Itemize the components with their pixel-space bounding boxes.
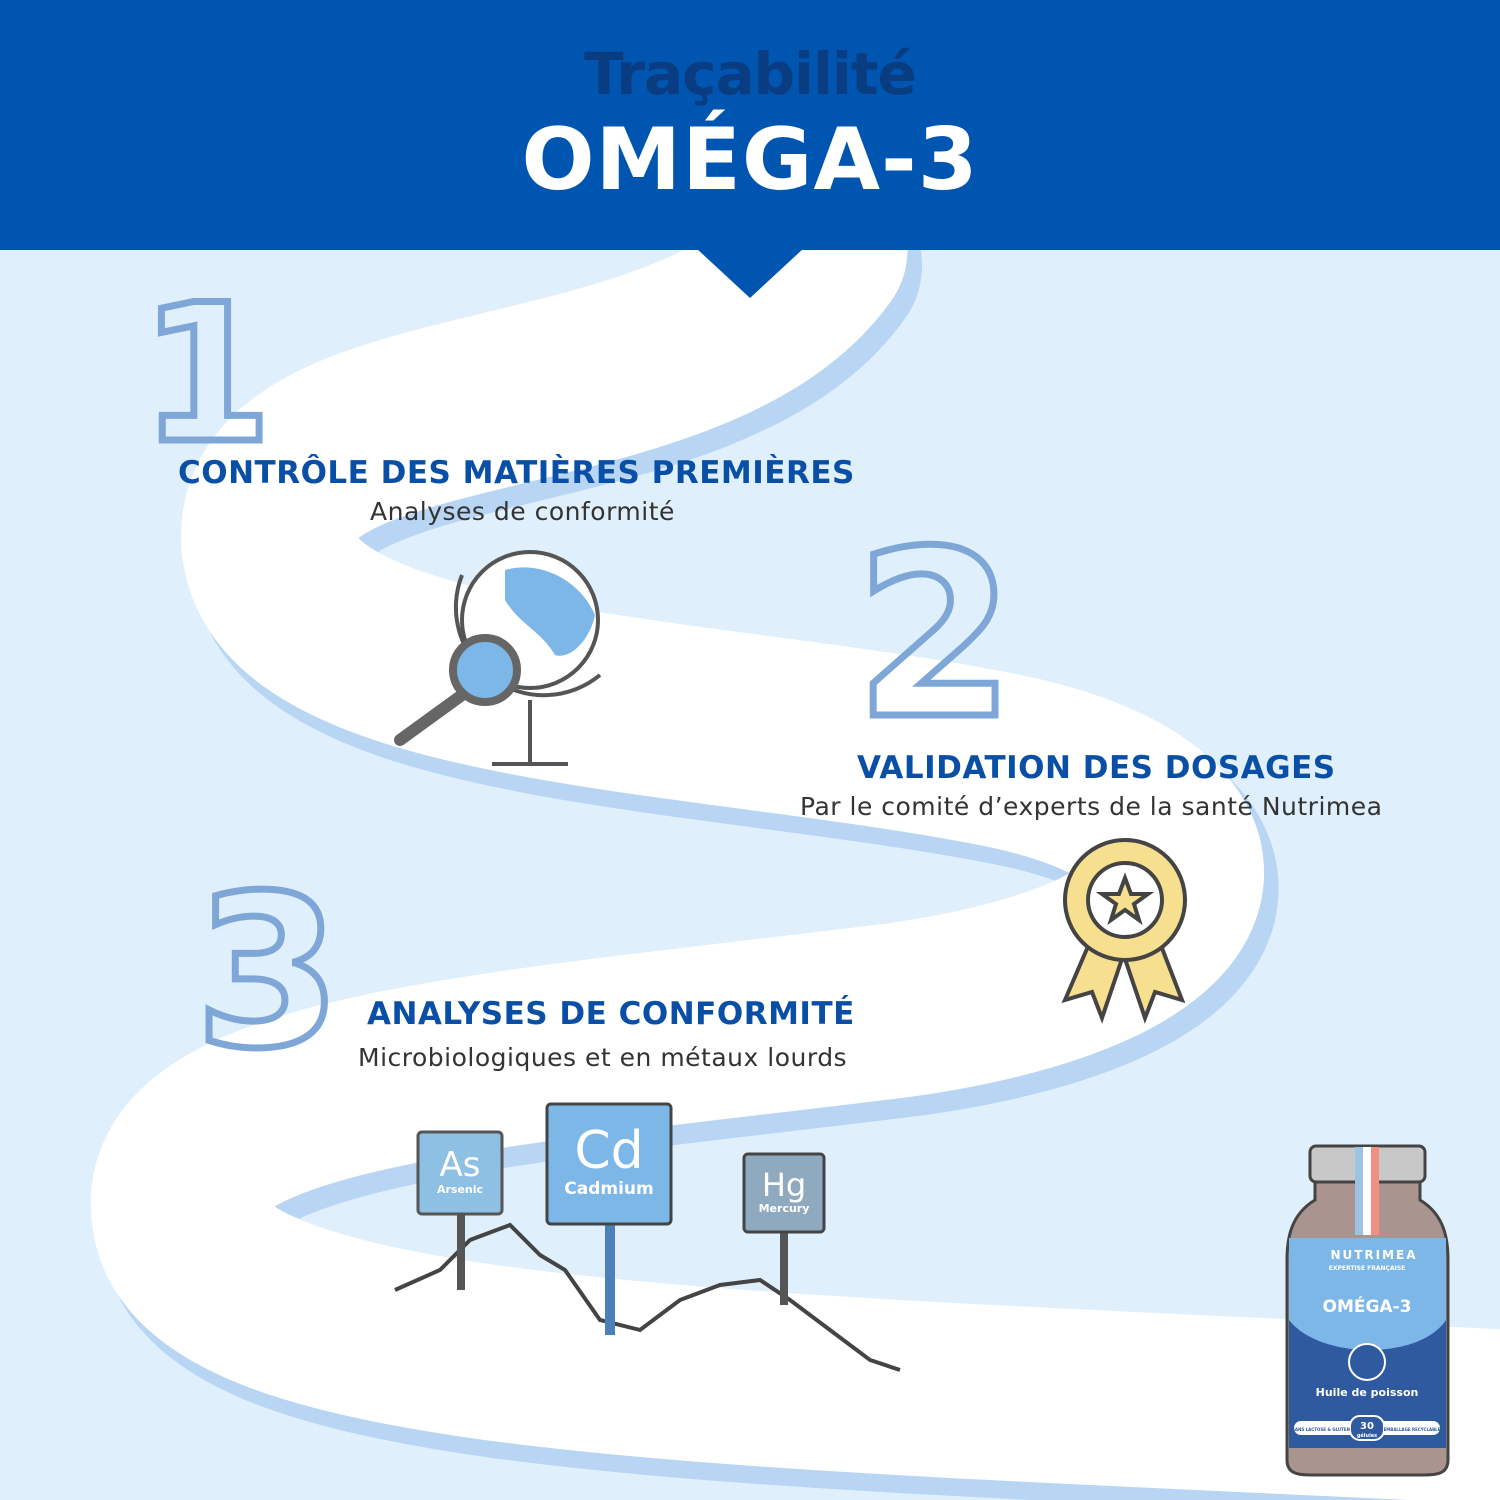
header-title: OMÉGA-3 [521,110,979,210]
bottle-left-badge: SANS LACTOSE & GLUTEN [1292,1427,1350,1432]
award-ribbon-icon [1061,838,1187,1024]
sign-symbol-mercury: Hg [762,1166,806,1204]
sign-name-arsenic: Arsenic [437,1183,483,1196]
header-pointer [696,248,804,298]
step-2-subtitle: Par le comité d’experts de la santé Nutr… [800,792,1383,821]
sign-name-mercury: Mercury [759,1202,810,1215]
step-number-1: 1 [140,264,272,485]
step-3-subtitle: Microbiologiques et en métaux lourds [358,1043,848,1072]
bottle-count-unit: gélules [1357,1432,1377,1439]
step-number-3: 3 [195,850,341,1095]
header-banner: Traçabilité OMÉGA-3 [0,0,1500,250]
bottle-type: Huile de poisson [1316,1386,1419,1399]
product-bottle [1285,1144,1450,1477]
bottle-count: 30 [1360,1421,1374,1432]
step-number-2: 2 [855,503,1015,770]
sign-name-cadmium: Cadmium [564,1179,653,1199]
bottle-right-badge: EMBALLAGE RECYCLABLE [1384,1427,1441,1432]
bottle-tagline: EXPERTISE FRANÇAISE [1329,1265,1406,1272]
bottle-brand: NUTRIMEA [1330,1248,1417,1262]
bottle-product: OMÉGA-3 [1323,1295,1412,1317]
sign-symbol-arsenic: As [440,1145,481,1185]
globe-magnifier-icon [394,550,602,766]
metal-signs-icon [394,1102,901,1372]
header-subtitle: Traçabilité [584,40,917,108]
sign-symbol-cadmium: Cd [574,1121,643,1181]
step-1-title: CONTRÔLE DES MATIÈRES PREMIÈRES [178,455,855,491]
step-1-subtitle: Analyses de conformité [370,497,675,526]
step-3-title: ANALYSES DE CONFORMITÉ [367,996,855,1032]
step-2-title: VALIDATION DES DOSAGES [857,750,1336,786]
